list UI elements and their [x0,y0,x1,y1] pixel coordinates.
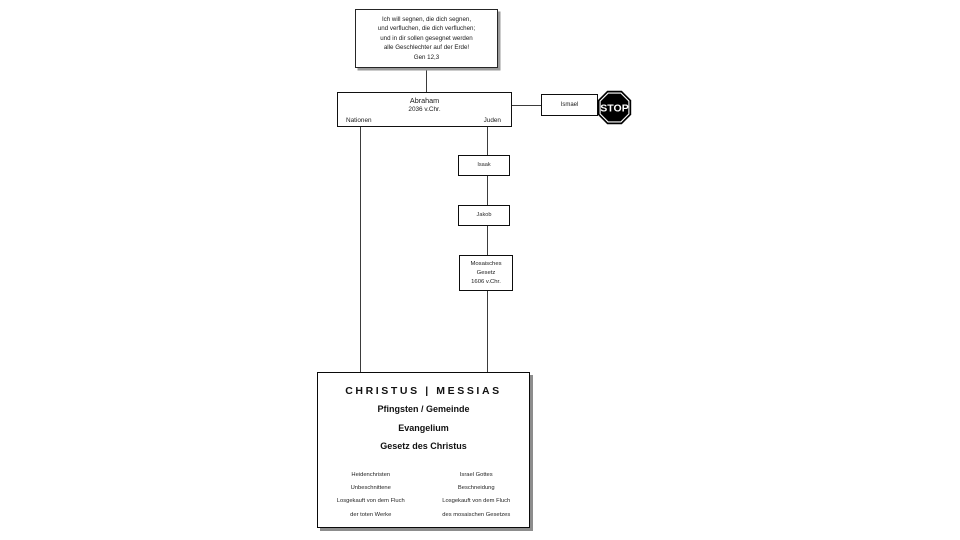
quote-line: Ich will segnen, die dich segnen, [381,15,472,23]
nationen-column: Heidenchristen Unbeschnittene Losgekauft… [318,469,424,522]
abraham-date: 2036 v.Chr. [408,106,441,113]
quote-line: alle Geschlechter auf der Erde! [383,44,470,52]
quote-reference: Gen 12,3 [413,53,440,61]
column-line: Losgekauft von dem Fluch [442,498,511,505]
column-line: der toten Werke [350,511,392,518]
connector-abraham-to-ismael [512,105,541,106]
column-line: Losgekauft von dem Fluch [336,498,405,505]
column-line: Heidenchristen [351,472,391,478]
stop-sign-icon: STOP [597,90,632,125]
abraham-nationen-label: Nationen [346,117,372,124]
column-line: Unbeschnittene [350,485,391,492]
christus-messias-node[interactable]: CHRISTUS | MESSIAS Pfingsten / Gemeinde … [317,372,530,528]
quote-line: und verfluchen, die dich verfluchen; [377,25,476,33]
abraham-node[interactable]: Abraham 2036 v.Chr. Nationen Juden [337,92,512,127]
column-line: Beschneidung [457,485,495,492]
christus-evangelium-label: Evangelium [398,423,449,433]
connector-abraham-to-isaak [487,127,488,155]
christus-gesetz-label: Gesetz des Christus [380,441,467,451]
ismael-label: Ismael [560,101,579,108]
abraham-title: Abraham [409,96,440,105]
connector-quote-to-abraham [426,68,427,92]
gesetz-line: Gesetz [476,269,496,276]
gesetz-date: 1606 v.Chr. [471,278,501,285]
stop-sign-text: STOP [600,102,628,114]
connector-nationen-to-christus [360,127,361,372]
isaak-label: Isaak [477,162,491,169]
ismael-node[interactable]: Ismael [541,94,598,116]
mosaisches-gesetz-node[interactable]: Mosaisches Gesetz 1606 v.Chr. [459,255,513,291]
gesetz-line: Mosaisches [470,260,502,267]
jakob-node[interactable]: Jakob [458,205,510,226]
christus-title: CHRISTUS | MESSIAS [345,385,502,397]
jakob-label: Jakob [476,212,492,219]
column-line: des mosaischen Gesetzes [442,511,511,518]
isaak-node[interactable]: Isaak [458,155,510,176]
quote-line: und in dir sollen gesegnet werden [380,34,473,42]
connector-jakob-to-gesetz [487,226,488,255]
gen-12-3-quote-box: Ich will segnen, die dich segnen, und ve… [355,9,498,68]
christus-columns: Heidenchristen Unbeschnittene Losgekauft… [318,469,529,522]
connector-gesetz-to-christus [487,291,488,372]
juden-column: Israel Gottes Beschneidung Losgekauft vo… [424,469,530,522]
connector-isaak-to-jakob [487,176,488,205]
abraham-juden-label: Juden [483,117,501,124]
christus-pfingsten-label: Pfingsten / Gemeinde [377,404,470,414]
column-line: Israel Gottes [459,472,493,478]
